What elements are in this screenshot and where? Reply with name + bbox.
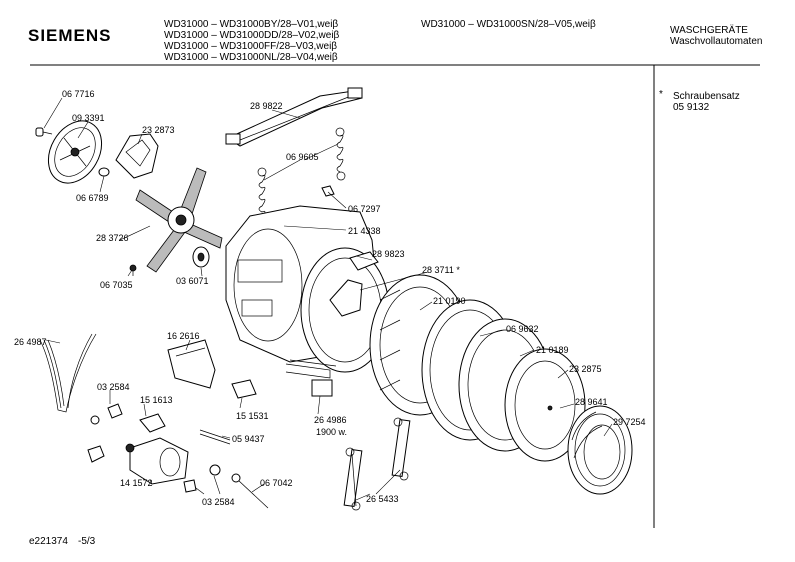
- door-seal-297254: [567, 405, 633, 495]
- part-label: 09 3391: [72, 113, 105, 123]
- screw-067042: [231, 473, 269, 509]
- model-line: WD31000 – WD31000FF/28–V03,weiβ: [164, 41, 338, 52]
- part-label: 14 1572: [120, 478, 153, 488]
- part-label: 15 1613: [140, 395, 173, 405]
- part-label: 06 9632: [506, 324, 539, 334]
- part-label: 06 7716: [62, 89, 95, 99]
- category-title: WASCHGERÄTE: [670, 25, 748, 36]
- bracket-232873: [115, 133, 159, 179]
- pulley-wheel: [47, 120, 103, 184]
- part-label: 03 6071: [176, 276, 209, 286]
- note-title: Schraubensatz: [673, 91, 740, 102]
- bolt-067716: [35, 127, 53, 137]
- part-label: 06 7035: [100, 280, 133, 290]
- washer-066789: [98, 167, 110, 177]
- spring-069605-b: [335, 127, 346, 181]
- screw-067035: [129, 264, 137, 276]
- grommet-032584-b: [183, 464, 221, 493]
- part-label: 1900 w.: [316, 427, 348, 437]
- part-label: 03 2584: [97, 382, 130, 392]
- brand-logo: SIEMENS: [28, 26, 112, 45]
- part-label: 26 4987: [14, 337, 47, 347]
- part-label: 21 4338: [348, 226, 381, 236]
- part-label: 06 6789: [76, 193, 109, 203]
- model-line: WD31000 – WD31000NL/28–V04,weiβ: [164, 52, 338, 63]
- shock-absorber-265433: [343, 447, 363, 511]
- part-label: 28 9641: [575, 397, 608, 407]
- motor-141572: [125, 437, 189, 485]
- part-label: 28 3726: [96, 233, 129, 243]
- part-label: 28 9823: [372, 249, 405, 259]
- bearing-036071: [192, 246, 210, 268]
- heater-264986: [285, 359, 337, 397]
- note-star: *: [659, 89, 663, 100]
- part-label: 21 0189: [536, 345, 569, 355]
- front-cover-232875: [504, 348, 586, 462]
- part-label: 23 2873: [142, 125, 175, 135]
- grommet-032584: [107, 403, 123, 419]
- model-line: WD31000 – WD31000BY/28–V01,weiβ: [164, 19, 339, 30]
- nut-part: [90, 415, 100, 425]
- part-label: 26 4986: [314, 415, 347, 425]
- top-strut-289822: [225, 87, 363, 147]
- clip-067297: [321, 185, 335, 197]
- control-module-162616: [167, 339, 216, 389]
- bracket-151613: [139, 413, 166, 433]
- holder-151531: [231, 379, 257, 399]
- drive-belt-264987: [39, 333, 97, 413]
- part-label: 06 7297: [348, 204, 381, 214]
- model-line: WD31000 – WD31000DD/28–V02,weiβ: [164, 30, 340, 41]
- part-label: 15 1531: [236, 411, 269, 421]
- leader-lines: [43, 97, 613, 501]
- footer-code: e221374: [29, 536, 68, 547]
- drum-spider-283726: [135, 167, 223, 273]
- part-label: 21 0190: [433, 296, 466, 306]
- bracket-283711: [329, 279, 363, 317]
- part-label: 28 3711 *: [422, 265, 460, 275]
- model-list-left: WD31000 – WD31000BY/28–V01,weiβ WD31000 …: [164, 19, 339, 63]
- part-label: 28 9822: [250, 101, 283, 111]
- hose-059437: [199, 429, 231, 445]
- part-label: 03 2584: [202, 497, 235, 507]
- footer-page: -5/3: [78, 536, 96, 547]
- part-label: 06 7042: [260, 478, 293, 488]
- part-label: 05 9437: [232, 434, 265, 444]
- part-label: 23 2875: [569, 364, 602, 374]
- shock-absorber-265433-b: [391, 417, 411, 481]
- part-label: 29 7254: [613, 417, 646, 427]
- model-right: WD31000 – WD31000SN/28–V05,weiβ: [421, 19, 596, 30]
- note-number: 05 9132: [673, 102, 710, 113]
- category-subtitle: Waschvollautomaten: [670, 36, 763, 47]
- part-label: 16 2616: [167, 331, 200, 341]
- part-label: 26 5433: [366, 494, 399, 504]
- part-label: 06 9605: [286, 152, 319, 162]
- clamp-part: [87, 445, 105, 463]
